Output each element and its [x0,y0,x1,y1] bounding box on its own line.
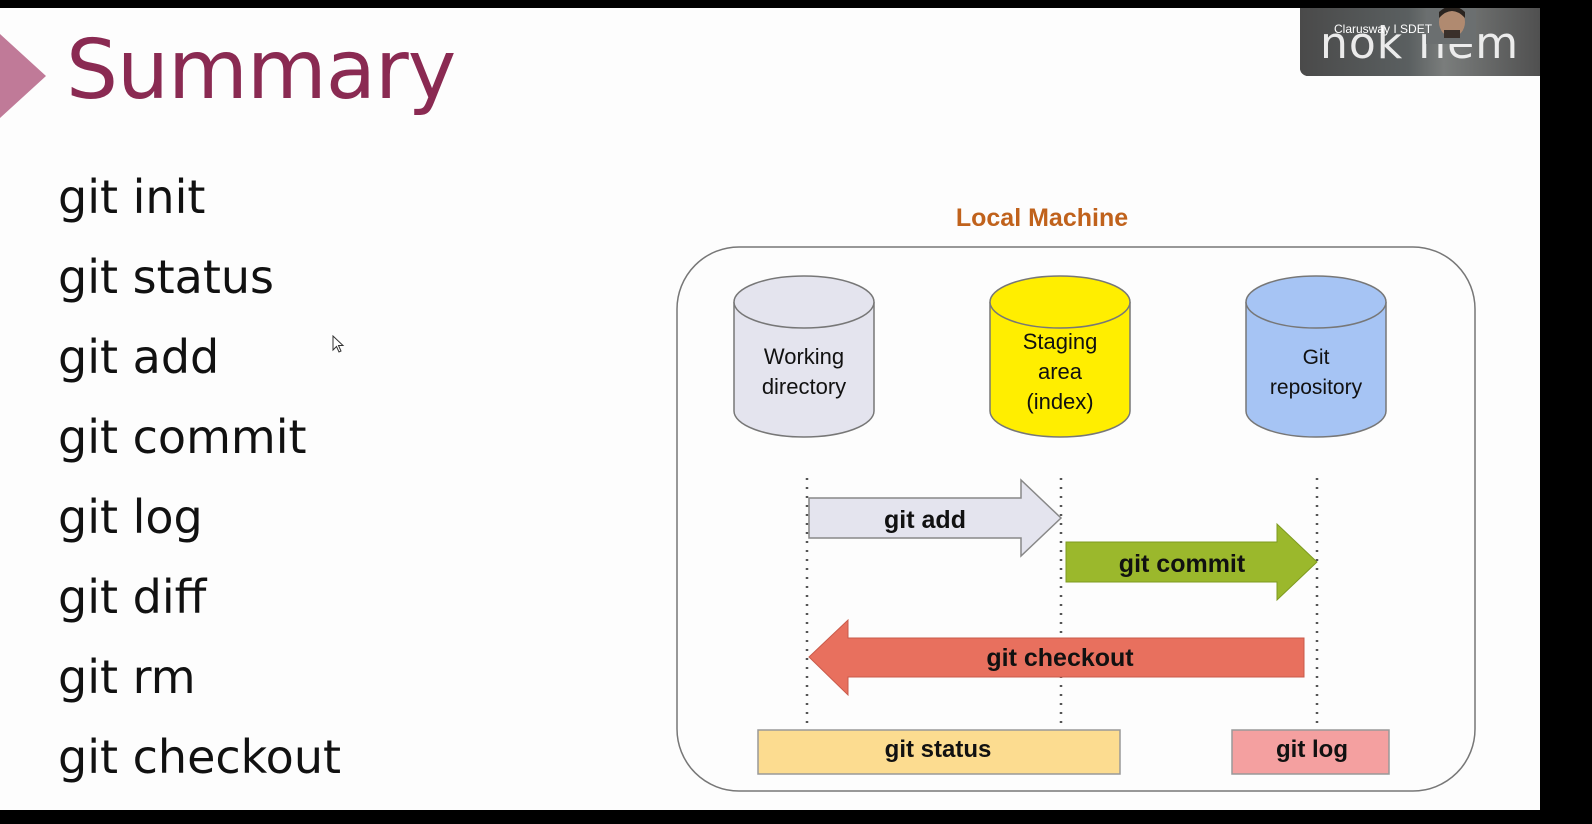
arrow-label: git checkout [986,644,1134,672]
video-overlay-text: nok nem [1320,18,1520,69]
git-repository-store: Git repository [1245,275,1387,438]
video-feed [1300,8,1540,76]
store-label: directory [762,374,846,399]
title-marker-icon [0,34,46,118]
diagram-heading: Local Machine [956,204,1128,232]
participant-face-icon [1426,8,1476,44]
git-checkout-arrow: git checkout [808,618,1305,697]
store-label: Git [1303,346,1330,369]
arrow-label: git add [884,506,966,534]
arrow-label: git commit [1119,550,1246,578]
git-workflow-diagram: Local Machine Working directory Staging … [676,204,1476,792]
store-label: repository [1270,376,1363,399]
command-item: git init [58,170,206,224]
bottom-edge-bar [0,810,1592,824]
git-log-box: git log [1231,729,1390,775]
command-item: git add [58,330,220,384]
git-add-arrow: git add [808,478,1063,558]
store-label: Staging [1023,329,1098,354]
command-item: git checkout [58,730,342,784]
store-label: Working [764,344,844,369]
staging-area-store: Staging area (index) [989,275,1131,438]
git-commit-arrow: git commit [1065,522,1318,602]
box-label: git status [885,736,992,763]
slide-title: Summary [66,23,456,118]
working-directory-store: Working directory [733,275,875,438]
box-label: git log [1276,736,1348,763]
participant-video-tile[interactable]: nok nem Clarusway I SDET [1300,8,1540,76]
store-label: (index) [1026,389,1093,414]
git-status-box: git status [757,729,1121,775]
command-item: git log [58,490,203,544]
command-item: git status [58,250,274,304]
command-item: git rm [58,650,196,704]
participant-name: Clarusway I SDET [1334,22,1433,36]
command-item: git commit [58,410,307,464]
store-label: area [1038,359,1083,384]
right-edge-bar [1540,0,1592,824]
command-item: git diff [58,570,207,624]
mouse-pointer-icon [332,335,345,353]
